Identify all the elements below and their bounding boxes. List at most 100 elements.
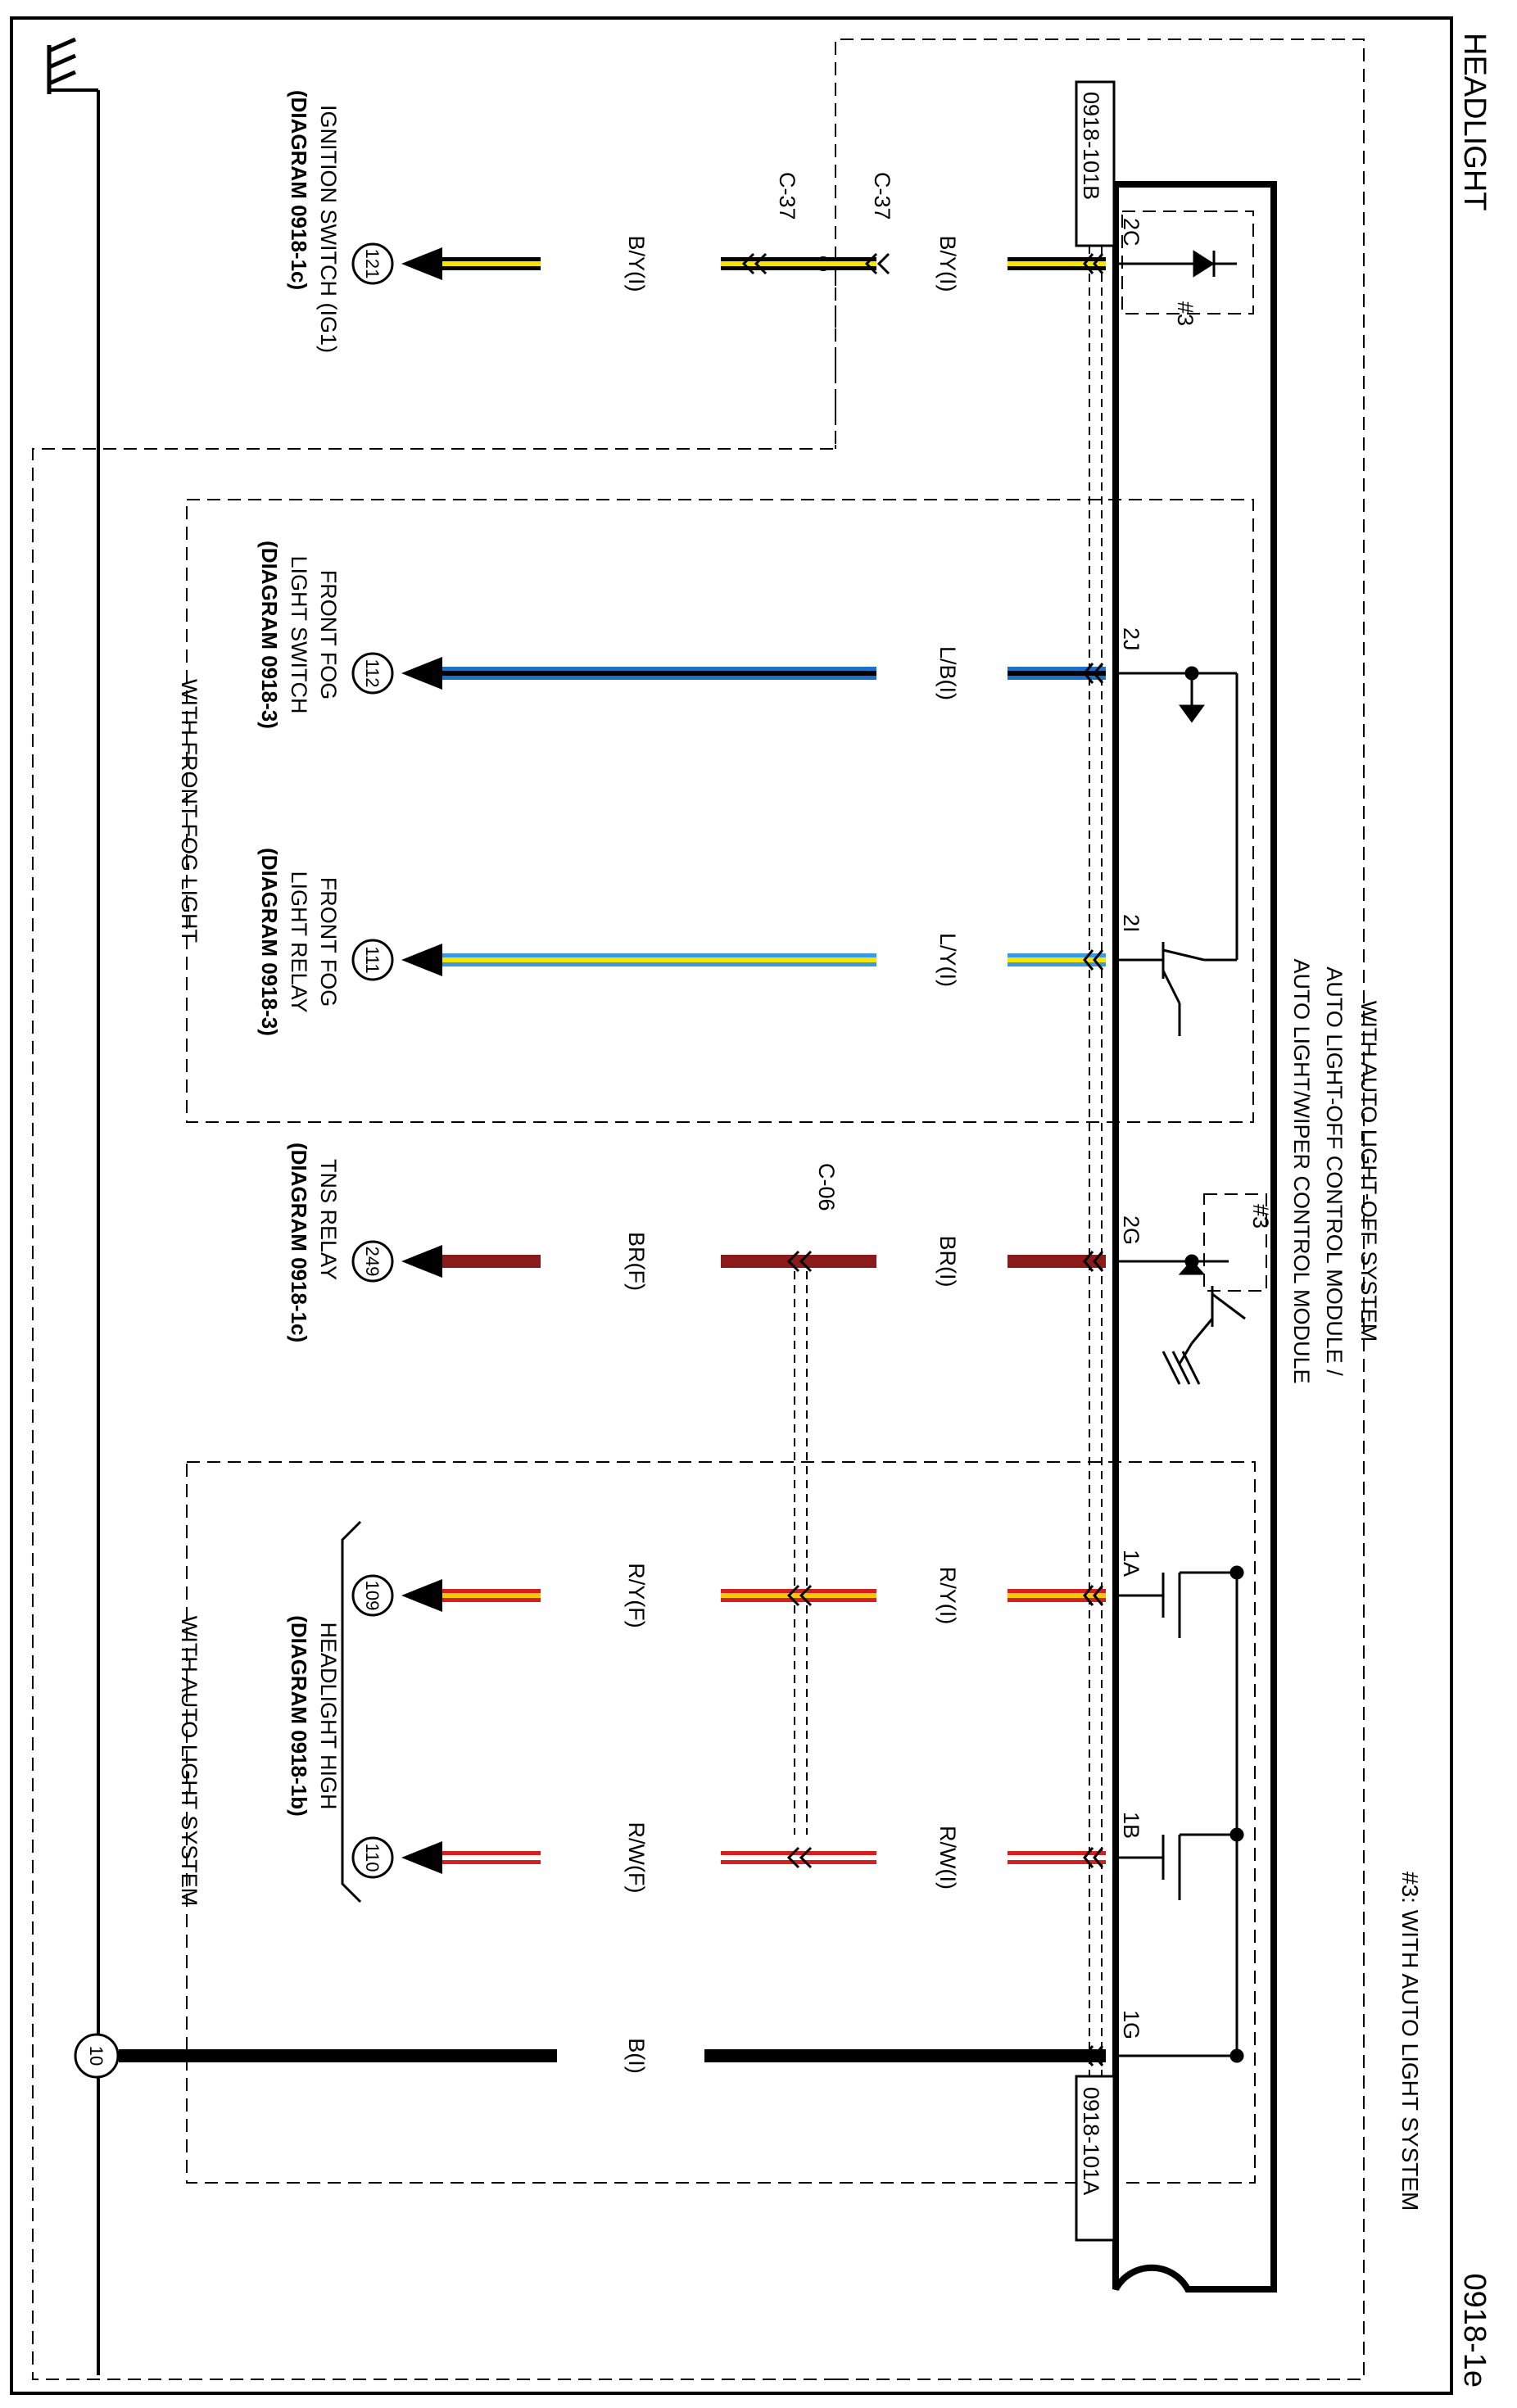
page-number: 0918-1e [1457,2274,1492,2388]
dest-headlight-line1: HEADLIGHT HIGH [316,1622,341,1809]
arrow-left-icon [401,247,442,280]
page-title: HEADLIGHT [1457,33,1492,210]
pin-label: 1B [1119,1812,1143,1839]
pin-label: 2G [1119,1215,1143,1245]
dest-circle-10: 10 [74,2033,120,2079]
diode-icon [1193,250,1215,278]
wire-label-2g-inner: BR(I) [935,1236,960,1288]
pin-label: 1A [1119,1550,1143,1577]
connector-101b-label: 0918-101B [1079,92,1103,200]
relay-ref-label: #3 [1248,1204,1273,1229]
wire-label-1b-inner: R/W(I) [935,1826,960,1890]
wires-layer [119,247,1106,2066]
svg-text:110: 110 [362,1843,383,1872]
dest-fog-switch-line2: LIGHT SWITCH [287,555,311,713]
connector-chevron-icon [1083,663,1104,684]
wire-label-1a-inner: R/Y(I) [935,1567,960,1625]
dashed-outlines [32,38,1365,2380]
c37-upper-label: C-37 [870,172,894,220]
svg-text:10: 10 [86,2046,106,2066]
wire-label-2j-inner: L/B(I) [935,646,960,700]
wire-label-2c-inner: B/Y(I) [935,235,960,292]
arrow-left-icon [401,657,442,690]
connector-chevron-icon [786,1584,813,1607]
ground-symbol-icon [47,37,77,94]
pin-label: 2I [1119,914,1143,933]
wire-label-2c-outer: B/Y(I) [624,235,649,292]
wire-label-1b-outer: R/W(F) [624,1822,649,1894]
dest-circle-110: 110 [351,1836,394,1879]
connector-chevron-icon [864,252,890,275]
connector-tag-101a: 0918-101A [1075,2075,1116,2242]
module-internals [1116,250,1246,2063]
dest-circle-111: 111 [351,939,394,981]
connector-tag-101b: 0918-101B [1075,80,1116,247]
arrow-left-icon [401,1841,442,1874]
wire-label-2g-outer: BR(F) [624,1232,649,1291]
ground-bus [47,37,100,2375]
destination-circles: 121 112 111 249 109 110 10 [74,242,394,2079]
harness-dashed [794,246,1103,2076]
dest-circle-112: 112 [351,652,394,695]
svg-text:109: 109 [362,1581,383,1611]
wire-label-1g-inner: B(I) [624,2038,649,2074]
arrow-left-icon [401,1579,442,1612]
pin-labels: 2C 2J 2I 2G 1A 1B 1G [1119,218,1143,2039]
connector-chevron-icon [1083,2045,1104,2066]
arrow-left-icon [401,944,442,976]
dest-fog-relay-line3: (DIAGRAM 0918-3) [257,848,282,1036]
auto-light-boundary [186,1461,1256,2184]
svg-text:111: 111 [362,946,383,973]
dest-ignition-line2: (DIAGRAM 0918-1c) [287,90,311,290]
diode-ref-label: #3 [1173,301,1198,326]
dest-fog-switch-line3: (DIAGRAM 0918-3) [257,541,282,729]
pin-label: 2J [1119,627,1143,651]
fog-group-label: WITH FRONT FOG LIGHT [177,679,202,943]
page-frame [10,16,1453,2395]
wire-labels: B/Y(I) B/Y(I) L/B(I) L/Y(I) BR(I) BR(F) … [624,235,960,2073]
pin-label: 2C [1119,218,1143,247]
arrow-down-icon [1179,704,1205,723]
svg-text:112: 112 [362,659,383,687]
module-label-line3: AUTO LIGHT/WIPER CONTROL MODULE [1289,958,1314,1383]
dest-tns-line2: (DIAGRAM 0918-1c) [287,1143,311,1342]
dest-circle-121: 121 [351,242,394,285]
svg-text:249: 249 [362,1247,383,1277]
dest-circle-109: 109 [351,1574,394,1617]
module-label-line1: WITH AUTO LIGHT-OFF SYSTEM [1356,1001,1381,1342]
auto-light-off-boundary [32,38,1365,2380]
connector-chevron-icon [786,1250,813,1273]
dest-ignition-line1: IGNITION SWITCH (IG1) [316,105,341,353]
connector-chevron-icon [1083,1585,1104,1606]
destination-labels: IGNITION SWITCH (IG1) (DIAGRAM 0918-1c) … [257,90,341,1817]
wire-label-2i-inner: L/Y(I) [935,933,960,987]
dest-tns-line1: TNS RELAY [316,1159,341,1280]
connector-chevron-icon [1083,949,1104,971]
headlight-bracket [341,1520,362,1903]
dest-headlight-line2: (DIAGRAM 0918-1b) [287,1615,311,1817]
pin-label: 1G [1119,2010,1143,2039]
connector-chevron-icon [786,1846,813,1869]
wire-label-1a-outer: R/Y(F) [624,1563,649,1627]
arrow-left-icon [401,1245,442,1278]
connector-chevron-icon [1083,253,1104,274]
pin-2g-option-box [1203,1193,1267,1292]
c06-label: C-06 [814,1163,839,1211]
fog-light-boundary [186,499,1254,1123]
splice-c37 [816,256,836,449]
module-label-line2: AUTO LIGHT-OFF CONTROL MODULE / [1322,966,1347,1376]
connector-chevron-icon [1083,1847,1104,1868]
arrow-down-icon [1178,1259,1206,1275]
footnote-3: #3: WITH AUTO LIGHT SYSTEM [1397,1872,1423,2211]
c37-lower-label: C-37 [775,172,799,220]
dest-fog-relay-line1: FRONT FOG [316,877,341,1007]
dest-fog-switch-line1: FRONT FOG [316,570,341,700]
connector-chevron-icon [741,252,768,275]
connector-chevron-icon [1083,1251,1104,1272]
control-module-outline [1112,181,1277,2293]
svg-text:121: 121 [362,249,383,279]
connector-101a-label: 0918-101A [1079,2087,1103,2195]
dest-fog-relay-line2: LIGHT RELAY [287,871,311,1012]
dest-circle-249: 249 [351,1240,394,1283]
